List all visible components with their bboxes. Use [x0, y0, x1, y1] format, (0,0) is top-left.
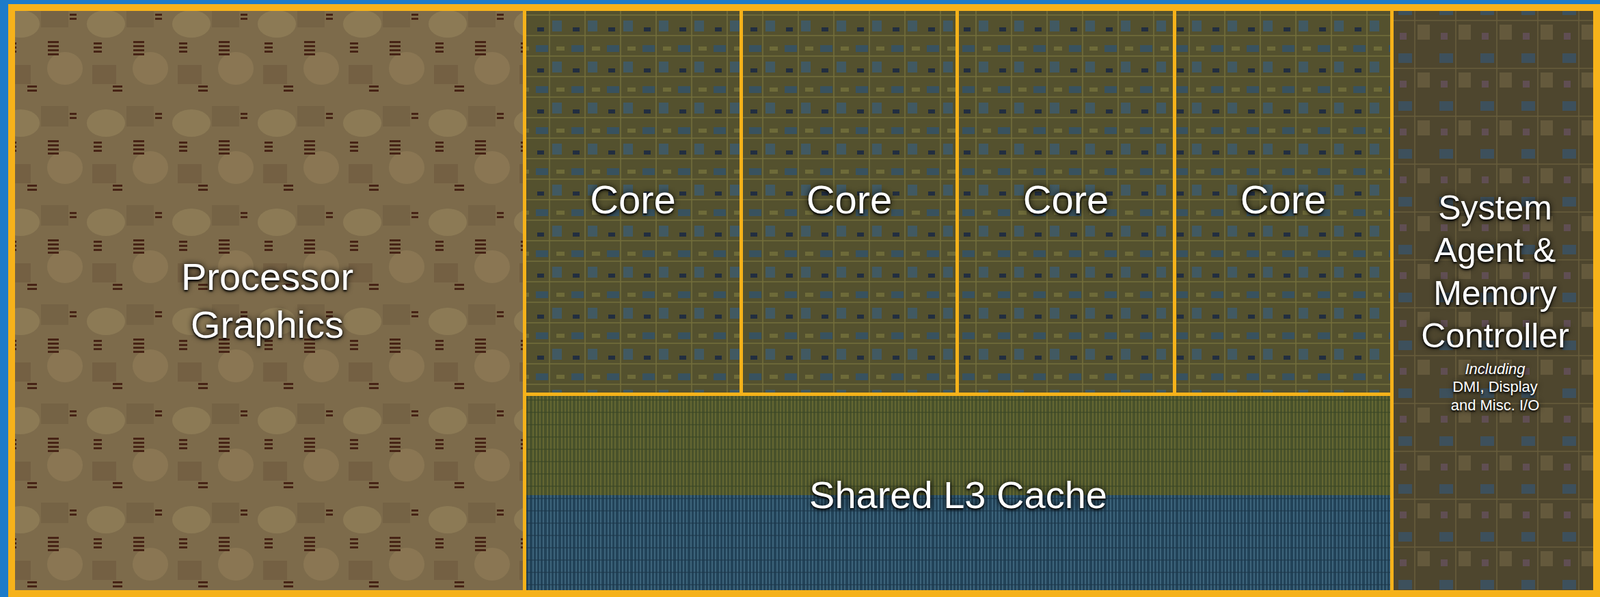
l3-cache: Shared L3 Cache	[522, 392, 1394, 597]
block-label: Core	[589, 174, 676, 225]
cpu-core: Core	[955, 4, 1177, 396]
block-label: Core	[806, 174, 893, 225]
graphics-block: Processor Graphics	[8, 4, 527, 597]
block-label: Processor Graphics	[181, 252, 354, 349]
cpu-core: Core	[1172, 4, 1394, 396]
block-label: Core	[1023, 174, 1110, 225]
block-label: Shared L3 Cache	[809, 470, 1108, 519]
block-note: Including	[1464, 360, 1525, 378]
system-agent: System Agent & Memory ControllerIncludin…	[1390, 4, 1600, 597]
cpu-core: Core	[522, 4, 743, 396]
cpu-core: Core	[739, 4, 959, 396]
block-note: DMI, Display and Misc. I/O	[1444, 377, 1547, 415]
block-label: Core	[1240, 174, 1327, 225]
block-label: System Agent & Memory Controller	[1420, 186, 1570, 358]
